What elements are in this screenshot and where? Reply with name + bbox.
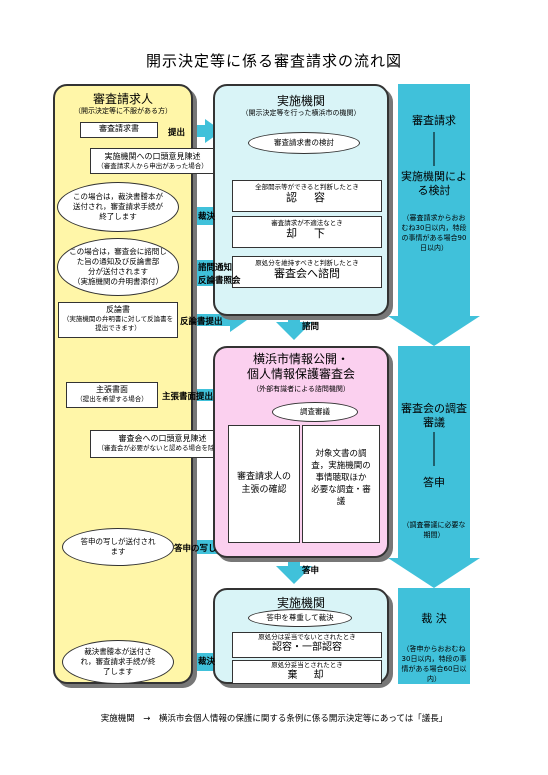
oral-opinion-note: （審査請求人から申出があった場合）	[97, 162, 208, 170]
oral-opinion-box: 実施機関への口頭意見陳述 （審査請求人から申出があった場合）	[90, 148, 215, 174]
rebuttal-title: 反論書	[106, 305, 130, 314]
council-heading-line1: 横浜市情報公開・	[252, 352, 349, 366]
footer-note: 実施機関 → 横浜市会個人情報の保護に関する条例に係る開示決定等にあっては「議長…	[100, 714, 448, 724]
investigation-line2: 必要な調査・審議	[311, 485, 371, 507]
case-partial-result: 認容・一部認容	[272, 642, 342, 653]
label-rebuttal-submit: 反論書提出	[180, 317, 223, 327]
timeline-stage2-note: （調査審議に必要な期間）	[402, 521, 466, 539]
oral-opinion-title: 実施機関への口頭意見陳述	[104, 152, 201, 161]
agency-subtitle: （開示決定等を行った横浜市の機関）	[241, 109, 361, 117]
label-ruling1: 裁決	[198, 212, 216, 222]
council-oral-title: 審査会への口頭意見陳述	[118, 434, 207, 443]
label-claim-submit: 主張書面提出	[162, 392, 214, 402]
council-oral-note: （審査会が必要がないと認める場合を除く）	[97, 444, 228, 452]
notice-oval-line1: この場合は，審査会に諮問した旨の通知及び反論書部	[69, 247, 167, 266]
case-dismiss-cond: 審査請求が不適法なとき	[271, 219, 343, 227]
council-oral-box: 審査会への口頭意見陳述 （審査会が必要がないと認める場合を除く）	[90, 430, 235, 458]
case-dismiss-box: 審査請求が不適法なとき 却 下	[232, 216, 382, 248]
timeline-stage1-a: 審査請求	[412, 114, 456, 127]
council-heading-line2: 個人情報保護審査会	[246, 367, 355, 381]
label-ruling2: 裁決	[198, 657, 216, 667]
timeline-stage1-b: 実施機関による検討	[401, 170, 467, 197]
investigation-box: 対象文書の調査，実施機関の事情聴取ほか 必要な調査・審議	[302, 425, 380, 543]
investigation-line1: 対象文書の調査，実施機関の事情聴取ほか	[311, 449, 371, 483]
case-approve-box: 全部開示等ができると判断したとき 認 容	[232, 180, 382, 212]
notice-oval-line2: 分が送付されます	[88, 267, 148, 276]
arrow-report	[276, 556, 312, 584]
timeline-stage3-a: 裁 決	[421, 612, 447, 625]
rebuttal-box: 反論書 （実施機関の弁明書に対して反論書を提出できます）	[58, 302, 178, 338]
timeline-stage1-note: （審査請求からおおむね30日以内，特段の事情がある場合90日以内）	[401, 214, 467, 252]
decision-oval: 答申を尊重して裁決	[248, 609, 352, 627]
case-reject-result: 棄 却	[287, 670, 327, 681]
timeline-stage3-note: （答申からおおむね30日以内，特段の事情がある場合60日以内）	[401, 645, 467, 683]
claim-confirm-box: 審査請求人の主張の確認	[228, 425, 300, 543]
case-partial-cond: 原処分は妥当でないとされたとき	[258, 633, 356, 641]
notice-oval-line3: （実施機関の弁明書添付）	[73, 277, 163, 286]
claim-box: 主張書面 （提出を希望する場合）	[66, 382, 158, 408]
label-rebuttal-inquiry: 反論書照会	[198, 276, 241, 286]
case-approve-result: 認 容	[286, 191, 328, 204]
timeline-stage2-b: 答申	[423, 476, 445, 489]
claim-note: （提出を希望する場合）	[76, 395, 148, 403]
requester-subtitle: （開示決定等に不服がある方）	[74, 107, 172, 115]
case-reject-cond: 原処分妥当とされたとき	[271, 661, 343, 669]
deliberation-oval: 調査審議	[272, 402, 358, 422]
agency2-heading: 実施機関	[276, 596, 325, 610]
label-submit: 提出	[168, 128, 186, 138]
page-title: 開示決定等に係る審査請求の流れ図	[145, 52, 402, 70]
label-report: 答申	[302, 566, 320, 576]
council-subtitle: （外部有識者による諮問機関）	[252, 385, 350, 393]
case-consult-box: 原処分を維持すべきと判断したとき 審査会へ諮問	[232, 256, 382, 288]
case-consult-result: 審査会へ諮問	[274, 267, 340, 280]
notice-oval: この場合は，審査会に諮問した旨の通知及び反論書部 分が送付されます （実施機関の…	[57, 238, 179, 296]
council-heading: 横浜市情報公開・ 個人情報保護審査会	[213, 352, 389, 382]
case-partial-box: 原処分は妥当でないとされたとき 認容・一部認容	[232, 632, 382, 658]
case-reject-box: 原処分妥当とされたとき 棄 却	[232, 660, 382, 684]
case-approve-cond: 全部開示等ができると判断したとき	[255, 183, 359, 191]
claim-title: 主張書面	[96, 385, 128, 394]
rebuttal-note: （実施機関の弁明書に対して反論書を提出できます）	[62, 315, 174, 332]
agency-heading: 実施機関	[276, 94, 325, 108]
arrow-consult	[276, 312, 312, 340]
label-consult: 諮問	[302, 322, 320, 332]
termination-oval-1: この場合は，裁決書謄本が送付され，審査請求手続が終了します	[57, 182, 179, 232]
requester-heading: 審査請求人	[92, 92, 153, 106]
review-oval: 審査請求書の検討	[248, 132, 360, 154]
label-report-copy: 答申の写し	[174, 544, 217, 554]
timeline-stage2-a: 審査会の調査審議	[401, 402, 467, 429]
label-notice: 諮問通知	[198, 263, 233, 273]
termination-oval-2: 裁決書謄本が送付され，審査請求手続が終了します	[62, 640, 174, 684]
request-document-box: 審査請求書	[80, 122, 158, 138]
report-copy-oval: 答申の写しが送付されます	[62, 528, 174, 566]
case-dismiss-result: 却 下	[286, 227, 328, 240]
case-consult-cond: 原処分を維持すべきと判断したとき	[255, 259, 359, 267]
